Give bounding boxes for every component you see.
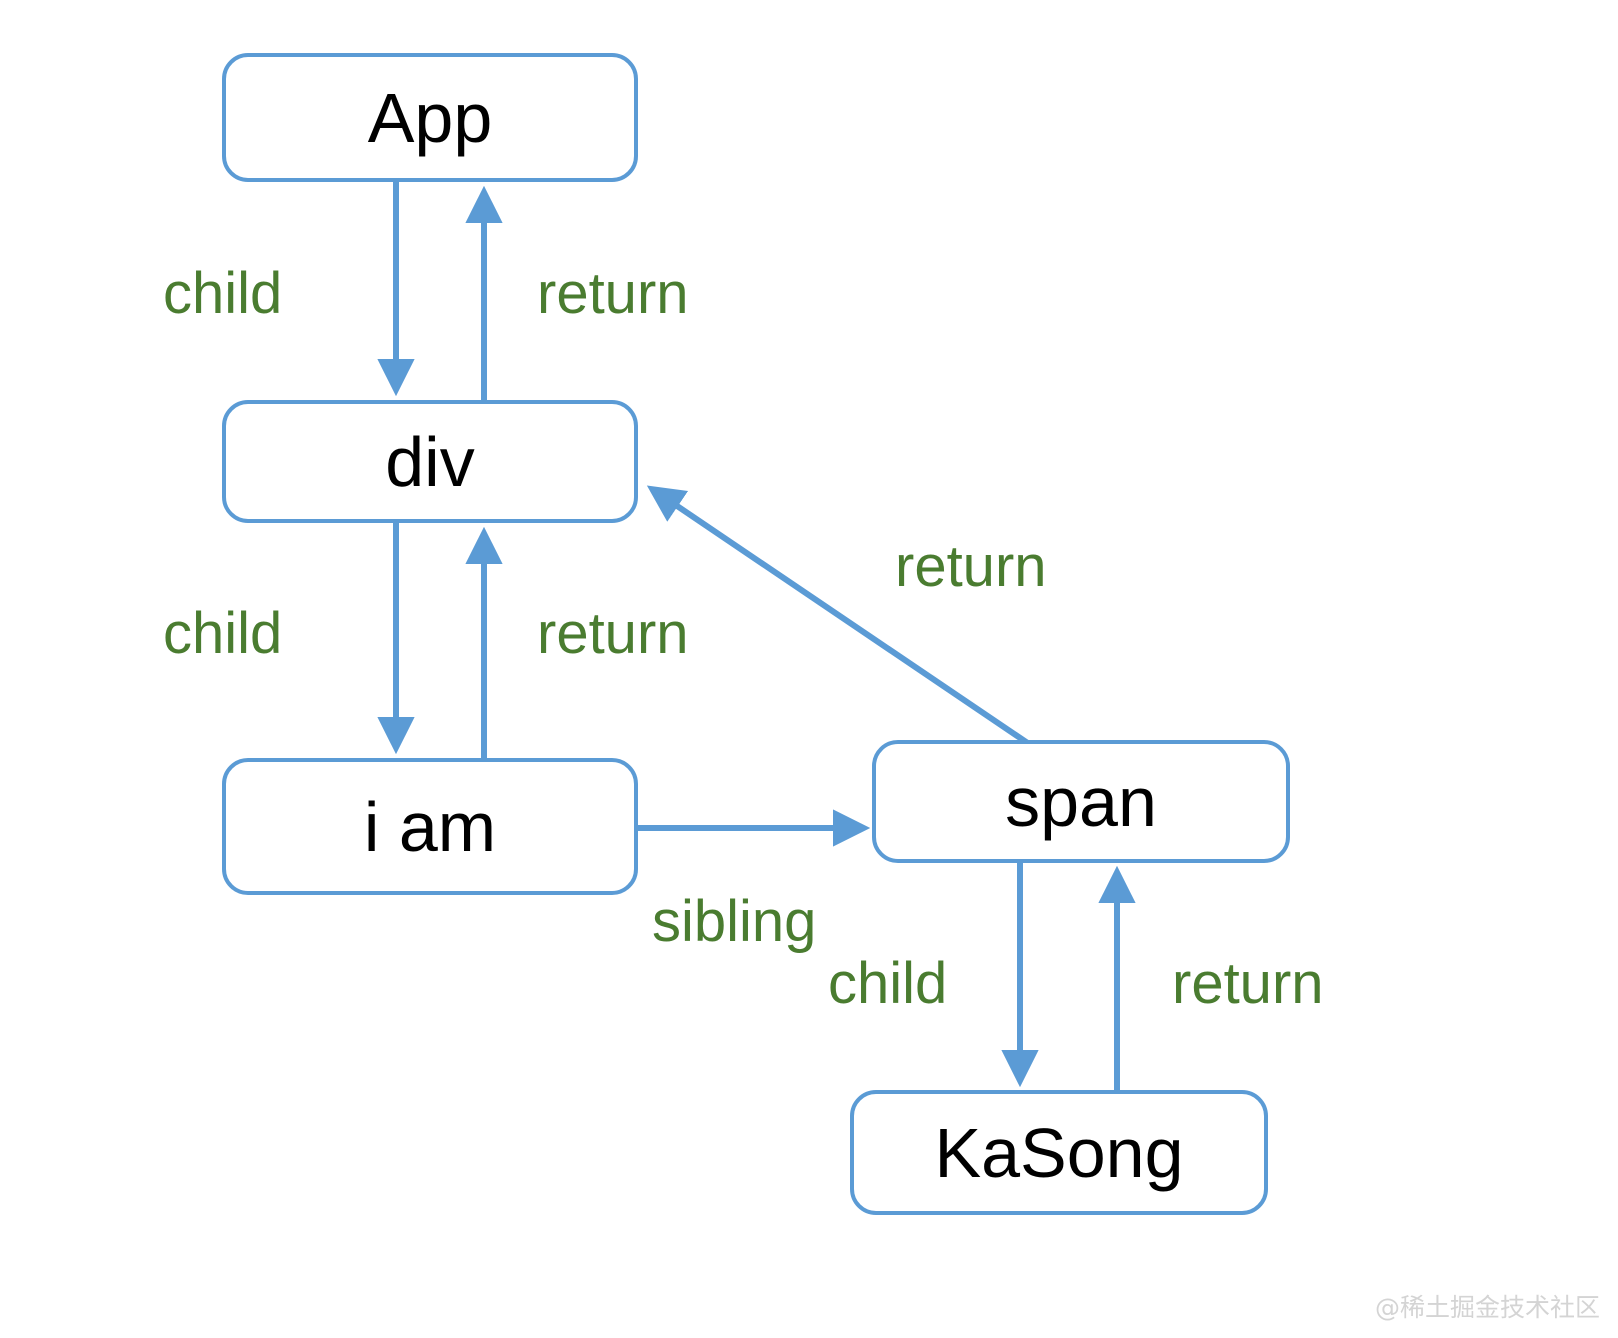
node-span-label: span — [1005, 762, 1157, 841]
edge-label-return-div-app: return — [537, 261, 689, 326]
node-i-am-label: i am — [363, 787, 497, 866]
edge-label-return-kasong-span: return — [1172, 951, 1324, 1016]
node-kasong[interactable]: KaSong — [850, 1090, 1268, 1215]
edge-label-sibling-iam-span: sibling — [652, 889, 817, 954]
watermark: @稀土掘金技术社区 — [1374, 1293, 1600, 1322]
node-i-am[interactable]: i am — [222, 758, 638, 895]
edge-label-return-span-div: return — [895, 534, 1047, 599]
node-div[interactable]: div — [222, 400, 638, 523]
edge-label-return-iam-div: return — [537, 601, 689, 666]
node-div-label: div — [385, 422, 475, 501]
edge-label-child-div-iam: child — [163, 601, 283, 666]
edge-span-return-div — [646, 485, 1034, 749]
node-app[interactable]: App — [222, 53, 638, 182]
node-span[interactable]: span — [872, 740, 1290, 863]
edge-label-child-app-div: child — [163, 261, 283, 326]
node-kasong-label: KaSong — [934, 1113, 1184, 1192]
edge-label-child-span-kasong: child — [828, 951, 948, 1016]
node-app-label: App — [367, 78, 493, 157]
